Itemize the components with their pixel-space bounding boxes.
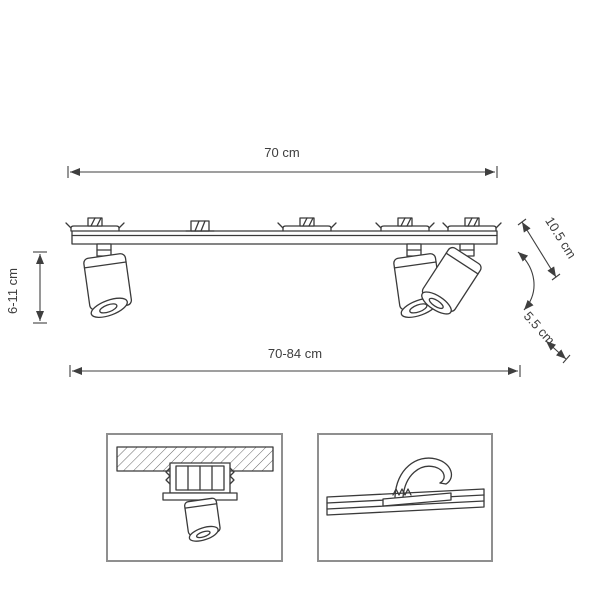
spotlight-3 (421, 243, 482, 315)
dimension-height-label: 6-11 cm (5, 268, 20, 314)
mounting-bracket-4 (375, 217, 435, 232)
dimension-depth-label: 10.5 cm (542, 214, 579, 261)
dimension-rail-width (545, 340, 571, 364)
dimension-top-width (67, 166, 498, 178)
mounting-bracket-1 (65, 217, 125, 232)
track-clip-drawing (326, 457, 485, 516)
spring-clip-right (229, 467, 235, 485)
inset-track-clip (317, 433, 493, 562)
mounting-bracket-5 (442, 217, 502, 232)
spring-clip-left (165, 467, 171, 485)
dimension-depth (517, 218, 561, 281)
recessed-mounting-drawing (116, 446, 274, 542)
spotlight-1 (83, 243, 133, 319)
rotation-arrow (517, 251, 535, 311)
fixture-drawing (65, 217, 502, 319)
mounting-bracket-2 (185, 220, 215, 232)
clip-base-plate (382, 492, 452, 507)
inset-spotlight (184, 497, 221, 542)
dimension-bottom-width-label: 70-84 cm (268, 346, 322, 361)
mounting-bracket-3 (277, 217, 337, 232)
dimension-height (33, 251, 47, 324)
clip-handle-outer (394, 457, 453, 498)
mounting-rail (71, 230, 498, 245)
clip-handle-inner (402, 465, 445, 498)
trim-ring (162, 492, 238, 501)
dimension-top-width-label: 70 cm (264, 145, 299, 160)
clip-spring-coil (392, 488, 412, 496)
dimension-bottom-width (69, 365, 521, 377)
inset-recessed-mounting (106, 433, 283, 562)
dimension-rail-width-label: 5.5 cm (521, 308, 558, 347)
